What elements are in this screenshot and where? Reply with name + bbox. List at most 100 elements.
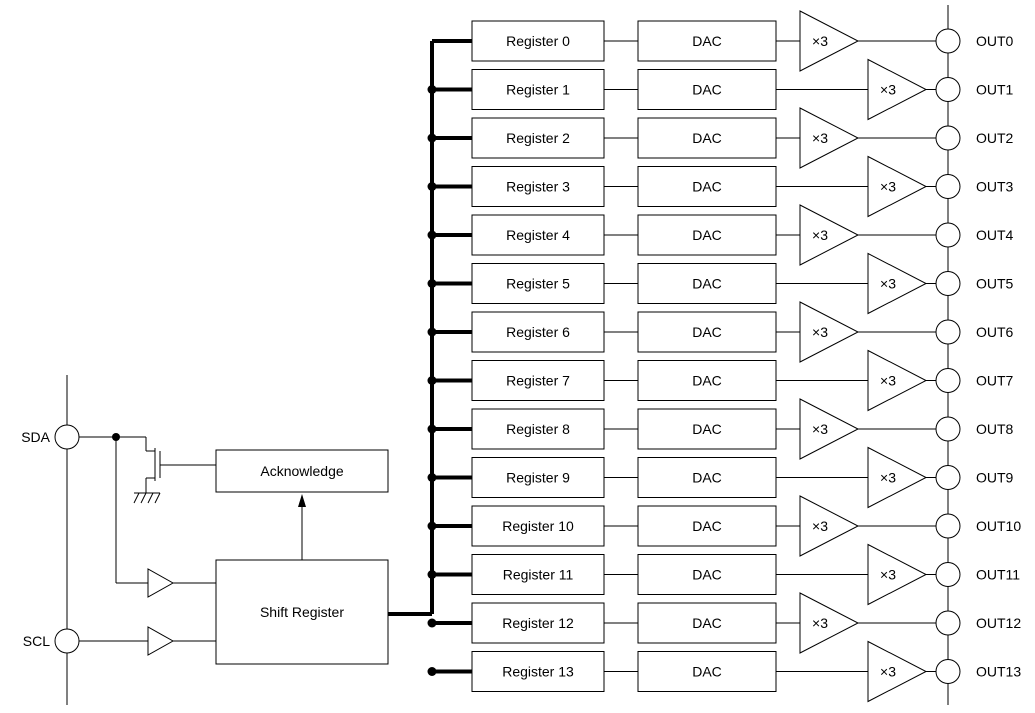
sda-label: SDA <box>21 429 50 445</box>
gain-label: ×3 <box>880 664 896 680</box>
output-pin <box>935 271 961 296</box>
output-pin <box>935 610 961 636</box>
acknowledge-label: Acknowledge <box>260 463 343 479</box>
output-label: OUT4 <box>976 227 1014 243</box>
gain-label: ×3 <box>812 33 828 49</box>
bus-junction-dot <box>427 424 437 434</box>
dac-block <box>637 20 777 62</box>
gain-label: ×3 <box>812 518 828 534</box>
dac-label: DAC <box>692 130 722 146</box>
gain-label: ×3 <box>812 421 828 437</box>
dac-label: DAC <box>692 664 722 680</box>
output-pin <box>935 465 961 490</box>
output-label: OUT3 <box>976 179 1014 195</box>
gain-amplifier <box>799 398 860 460</box>
shift-register-block <box>215 559 389 665</box>
gain-amplifier <box>867 640 928 703</box>
dac-label: DAC <box>692 373 722 389</box>
output-pin <box>935 28 961 54</box>
dac-block <box>637 651 777 692</box>
acknowledge-block <box>215 449 389 493</box>
output-label: OUT11 <box>976 567 1020 583</box>
scl-label: SCL <box>23 633 50 649</box>
register-label: Register 4 <box>506 227 570 243</box>
ground-icon <box>133 492 161 504</box>
gain-label: ×3 <box>880 470 896 486</box>
register-block <box>471 311 605 353</box>
register-block <box>471 117 605 159</box>
register-block <box>471 166 605 207</box>
register-label: Register 1 <box>506 82 570 98</box>
output-label: OUT12 <box>976 615 1021 631</box>
dac-block <box>637 263 777 304</box>
output-label: OUT8 <box>976 421 1014 437</box>
register-block <box>471 20 605 62</box>
shift-register-label: Shift Register <box>260 604 344 620</box>
dac-label: DAC <box>692 324 722 340</box>
gain-label: ×3 <box>880 82 896 98</box>
gain-label: ×3 <box>812 227 828 243</box>
scl-input-buffer <box>147 626 175 656</box>
register-label: Register 6 <box>506 324 570 340</box>
bus-junction-dot <box>427 570 437 579</box>
register-label: Register 0 <box>506 33 570 49</box>
bus-junction-dot <box>427 327 437 337</box>
scl-pin <box>54 628 80 654</box>
dac-label: DAC <box>692 518 722 534</box>
output-label: OUT10 <box>976 518 1021 534</box>
register-block <box>471 505 605 547</box>
output-pin <box>935 562 961 587</box>
dac-block <box>637 505 777 547</box>
sda-pin <box>54 424 80 450</box>
gain-amplifier <box>867 446 928 509</box>
bus-junction-dot <box>427 182 437 191</box>
gain-amplifier <box>867 155 928 218</box>
dac-block <box>637 166 777 207</box>
output-label: OUT5 <box>976 276 1014 292</box>
bus-junction-dot <box>427 618 437 628</box>
output-pin <box>935 513 961 539</box>
register-label: Register 5 <box>506 276 570 292</box>
output-label: OUT2 <box>976 130 1014 146</box>
output-pin <box>935 416 961 442</box>
dac-label: DAC <box>692 470 722 486</box>
dac-label: DAC <box>692 276 722 292</box>
gain-label: ×3 <box>880 373 896 389</box>
register-block <box>471 554 605 595</box>
register-label: Register 7 <box>506 373 570 389</box>
gain-label: ×3 <box>812 324 828 340</box>
dac-label: DAC <box>692 179 722 195</box>
gain-label: ×3 <box>812 130 828 146</box>
open-drain-transistor <box>145 437 216 493</box>
register-block <box>471 263 605 304</box>
output-label: OUT7 <box>976 373 1014 389</box>
bus-junction-dot <box>427 133 437 143</box>
output-pin <box>935 174 961 199</box>
output-pin <box>935 659 961 684</box>
register-label: Register 2 <box>506 130 570 146</box>
dac-block <box>637 311 777 353</box>
gain-label: ×3 <box>880 567 896 583</box>
ack-arrow-icon <box>298 494 306 507</box>
dac-block <box>637 360 777 401</box>
dac-block <box>637 602 777 644</box>
register-block <box>471 214 605 256</box>
dac-block <box>637 69 777 110</box>
dac-label: DAC <box>692 567 722 583</box>
bus-junction-dot <box>427 376 437 385</box>
register-label: Register 3 <box>506 179 570 195</box>
output-pin <box>935 77 961 102</box>
register-block <box>471 408 605 450</box>
gain-amplifier <box>799 204 860 266</box>
register-block <box>471 651 605 692</box>
dac-block <box>637 214 777 256</box>
bus-junction-dot <box>427 85 437 94</box>
bus-junction-dot <box>427 521 437 531</box>
dac-label: DAC <box>692 615 722 631</box>
dac-label: DAC <box>692 33 722 49</box>
output-label: OUT1 <box>976 82 1014 98</box>
dac-block <box>637 457 777 498</box>
register-label: Register 13 <box>502 664 574 680</box>
output-pin <box>935 125 961 151</box>
